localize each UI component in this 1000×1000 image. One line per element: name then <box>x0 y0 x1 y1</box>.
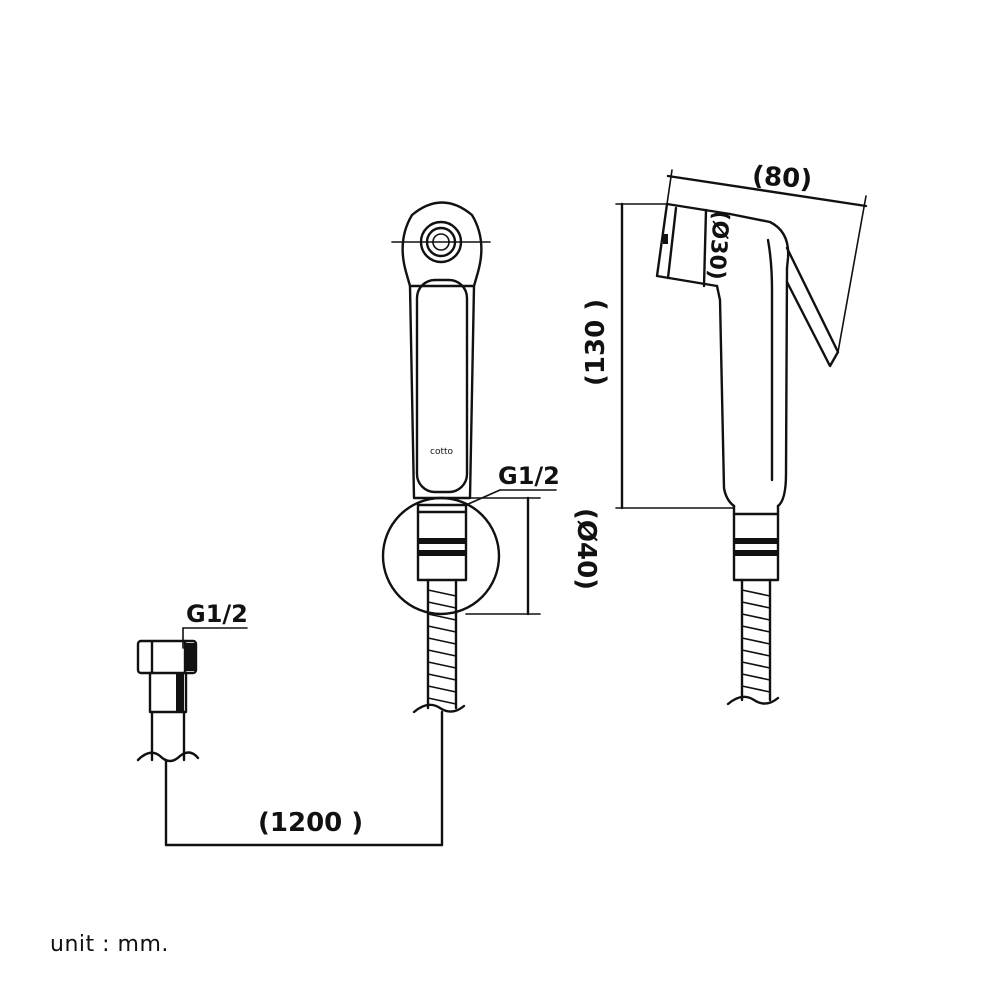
nozzle-diameter-dimension: (Ø30) <box>702 208 733 288</box>
inlet-thread-callout: G1/2 <box>182 600 248 649</box>
height-dimension: (130 ) <box>581 202 735 510</box>
width-label: (80) <box>751 161 813 195</box>
sprayer-side-view <box>655 202 840 706</box>
height-label: (130 ) <box>581 299 611 386</box>
holder-diameter-label: (Ø40) <box>571 508 601 590</box>
inlet-connector <box>136 639 200 763</box>
holder-diameter-dimension: (Ø40) <box>465 496 601 616</box>
holder-thread-label: G1/2 <box>498 462 560 490</box>
hose-length-dimension: (1200 ) <box>164 710 444 847</box>
hose-length-label: (1200 ) <box>258 808 363 838</box>
nozzle-diameter-label: (Ø30) <box>703 210 733 281</box>
sprayer-front-view: cotto <box>381 201 501 714</box>
holder-thread-callout: G1/2 <box>465 462 560 506</box>
inlet-thread-label: G1/2 <box>186 600 248 628</box>
brand-mark: cotto <box>430 447 454 457</box>
unit-note: unit : mm. <box>50 932 169 957</box>
width-dimension: (80) <box>666 161 868 353</box>
